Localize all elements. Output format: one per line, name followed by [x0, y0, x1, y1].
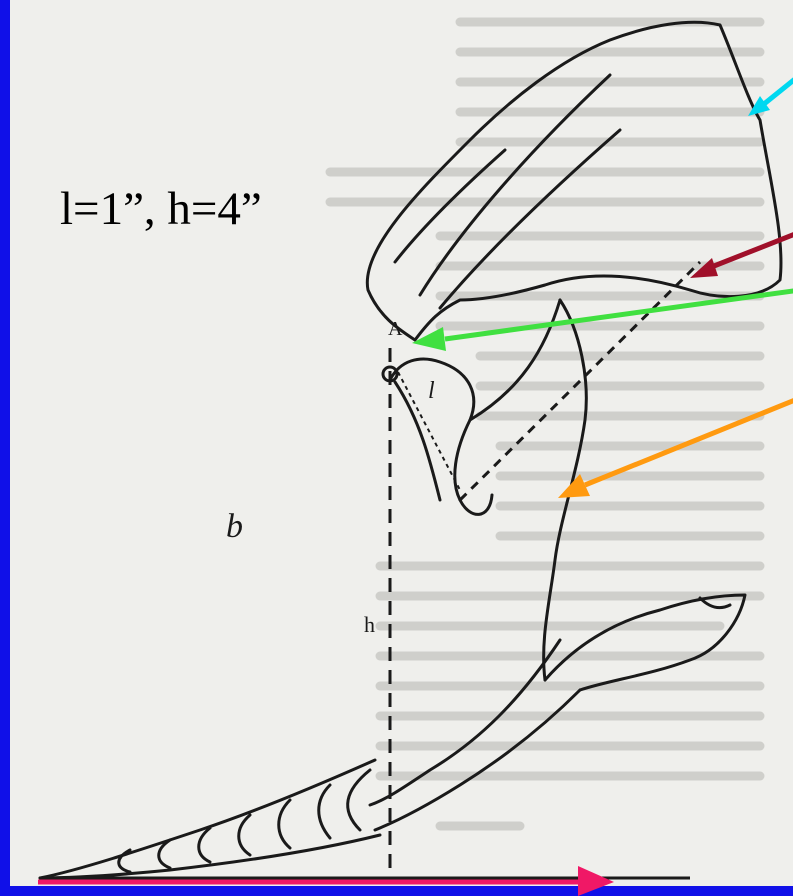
dark-red-arrow-head — [690, 258, 718, 278]
green-arrow — [445, 290, 793, 339]
dark-red-arrow — [714, 232, 793, 266]
green-arrow-head — [412, 327, 446, 351]
pink-arrow-head — [578, 866, 614, 896]
cyan-arrow — [764, 75, 793, 104]
orange-arrow-head — [558, 474, 590, 498]
orange-arrow — [585, 398, 793, 485]
